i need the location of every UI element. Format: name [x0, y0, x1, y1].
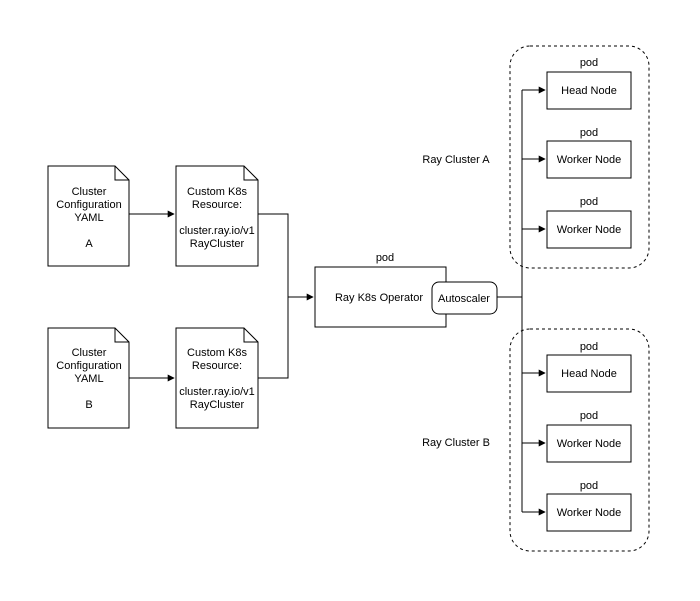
- crd-a-line-5: RayCluster: [190, 238, 245, 250]
- yaml-a-line-1: Cluster: [72, 186, 107, 198]
- operator-pod-label: pod: [376, 252, 394, 264]
- cluster-a-head-pod-label: pod: [580, 57, 598, 69]
- cluster-b-head-node: [546, 354, 632, 393]
- cluster-b-head-pod-label: pod: [580, 341, 598, 353]
- cluster-a-worker-2-label: Worker Node: [557, 224, 622, 236]
- cluster-a-worker-node-1: [546, 140, 632, 179]
- crd-b-line-5: RayCluster: [190, 399, 245, 411]
- ray-cluster-b: Ray Cluster B pod Head Node pod Worker N…: [422, 328, 650, 552]
- custom-resource-a-document: Custom K8s Resource: cluster.ray.io/v1 R…: [175, 165, 259, 267]
- cluster-b-worker-1-label: Worker Node: [557, 438, 622, 450]
- operator-label: Ray K8s Operator: [335, 292, 423, 304]
- yaml-b-line-1: Cluster: [72, 347, 107, 359]
- yaml-a-line-2: Configuration: [56, 199, 121, 211]
- cluster-a-head-node-label: Head Node: [561, 85, 617, 97]
- connector-crd-a-to-operator: [258, 213, 289, 297]
- crd-a-line-2: Resource:: [192, 199, 242, 211]
- crd-b-line-1: Custom K8s: [187, 347, 247, 359]
- cluster-b-boundary: [509, 328, 650, 552]
- yaml-b-line-3: YAML: [74, 373, 103, 385]
- cluster-a-worker-2-pod-label: pod: [580, 196, 598, 208]
- yaml-config-b-document: Cluster Configuration YAML B: [47, 327, 130, 429]
- cluster-b-worker-2-pod-label: pod: [580, 480, 598, 492]
- yaml-b-line-5: B: [85, 399, 92, 411]
- cluster-b-label: Ray Cluster B: [422, 437, 490, 449]
- yaml-b-line-2: Configuration: [56, 360, 121, 372]
- crd-a-line-1: Custom K8s: [187, 186, 247, 198]
- cluster-b-head-node-label: Head Node: [561, 368, 617, 380]
- cluster-b-worker-node-1: [546, 424, 632, 463]
- crd-b-line-4: cluster.ray.io/v1: [179, 386, 255, 398]
- ray-cluster-a: Ray Cluster A pod Head Node pod Worker N…: [422, 45, 650, 269]
- yaml-a-line-3: YAML: [74, 212, 103, 224]
- cluster-a-worker-node-2: [546, 210, 632, 249]
- cluster-a-head-node: [546, 71, 632, 110]
- cluster-b-worker-2-label: Worker Node: [557, 507, 622, 519]
- autoscaler-box: [431, 281, 498, 315]
- yaml-a-line-5: A: [85, 238, 93, 250]
- custom-resource-b-document: Custom K8s Resource: cluster.ray.io/v1 R…: [175, 327, 259, 429]
- cluster-a-boundary: [509, 45, 650, 269]
- crd-b-line-2: Resource:: [192, 360, 242, 372]
- operator-box: [314, 266, 447, 328]
- autoscaler-label: Autoscaler: [438, 293, 490, 305]
- operator-pod: pod Ray K8s Operator Autoscaler: [314, 252, 498, 328]
- yaml-config-a-document: Cluster Configuration YAML A: [47, 165, 130, 267]
- cluster-a-worker-1-pod-label: pod: [580, 127, 598, 139]
- crd-a-line-4: cluster.ray.io/v1: [179, 225, 255, 237]
- connector-crd-b-to-operator: [258, 297, 289, 379]
- cluster-b-worker-1-pod-label: pod: [580, 410, 598, 422]
- cluster-a-worker-1-label: Worker Node: [557, 154, 622, 166]
- cluster-a-label: Ray Cluster A: [422, 154, 490, 166]
- cluster-b-worker-node-2: [546, 493, 632, 532]
